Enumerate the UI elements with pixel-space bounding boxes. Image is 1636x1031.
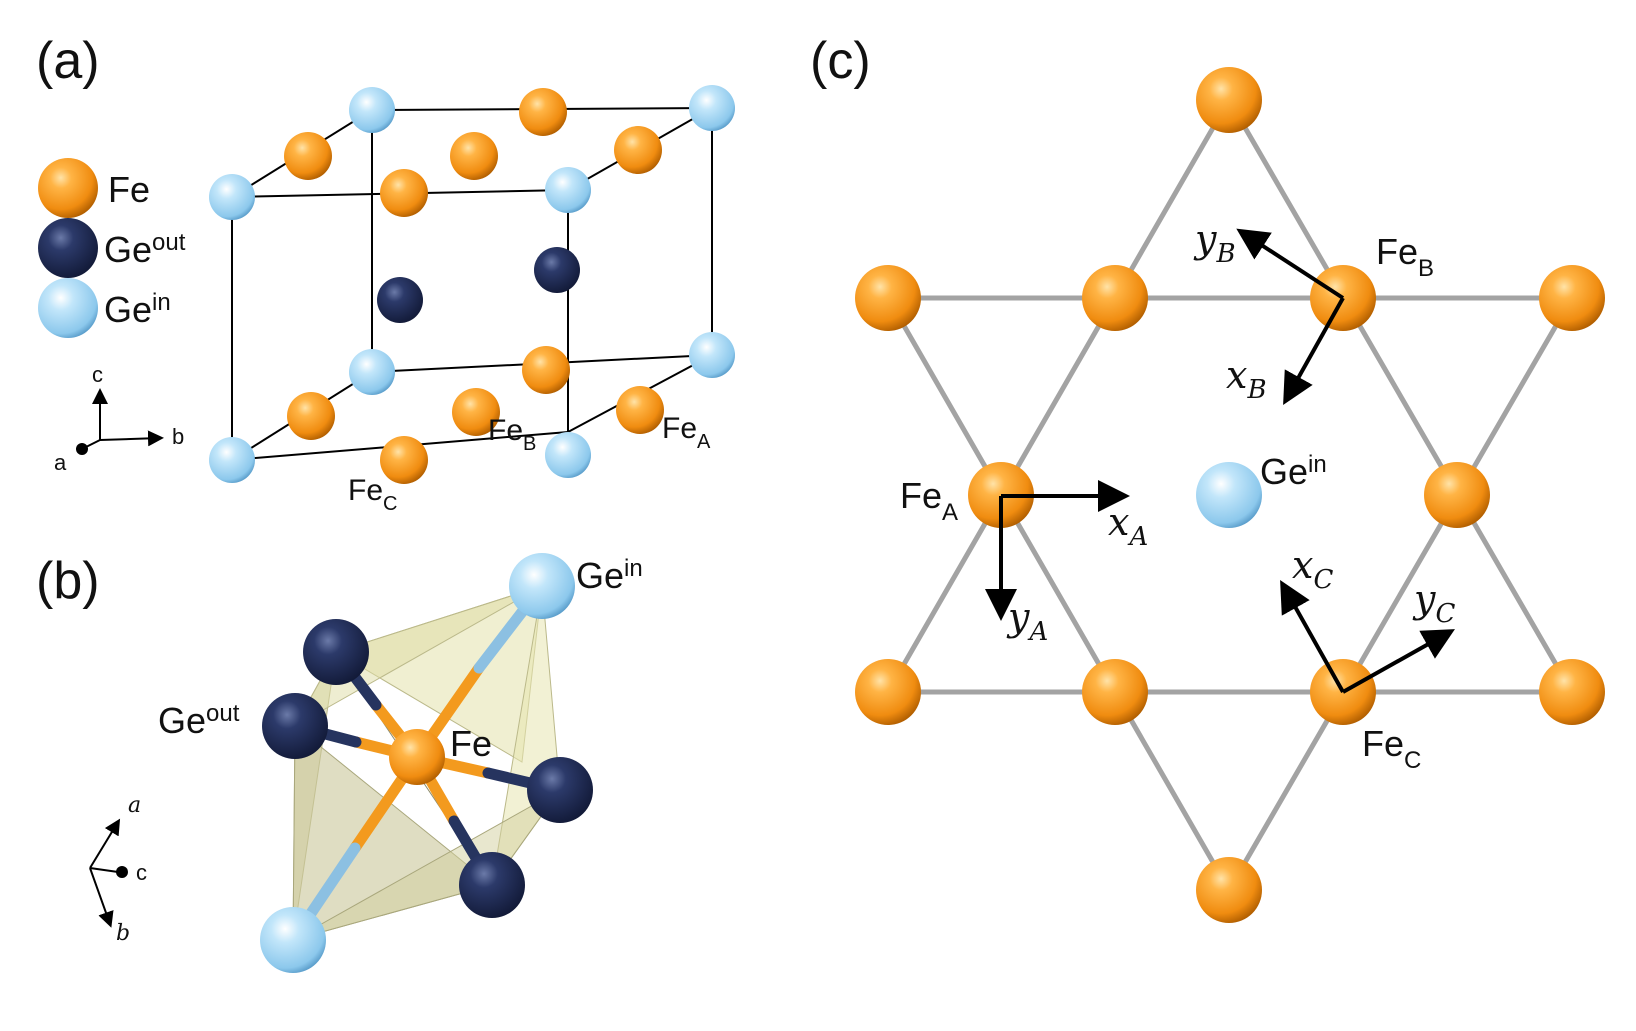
- atom-fe: [1539, 265, 1605, 331]
- atom-ge-in: [509, 553, 575, 619]
- atom-fe: [284, 132, 332, 180]
- atom-ge-in: [209, 174, 255, 220]
- label-xc: xC: [1292, 543, 1333, 595]
- atom-fe: [380, 169, 428, 217]
- label-fe-a-c: FeA: [900, 475, 958, 526]
- atom-fe: [855, 659, 921, 725]
- atom-ge-in: [689, 85, 735, 131]
- panel-b-label: (b): [36, 552, 100, 610]
- atom-ge-out: [459, 852, 525, 918]
- axis-a-label: a: [54, 450, 67, 475]
- atom-fe: [287, 392, 335, 440]
- legend-ge-in-label: Gein: [104, 289, 171, 330]
- atom-fe: [519, 88, 567, 136]
- legend: Fe Geout Gein: [38, 158, 186, 338]
- legend-ge-in-sphere: [38, 278, 98, 338]
- atom-ge-out: [377, 277, 423, 323]
- label-fe-a-a: FeA: [662, 412, 711, 453]
- axis-a-label-b: a: [128, 793, 141, 818]
- legend-ge-out-label: Geout: [104, 229, 186, 270]
- label-ya: yA: [1006, 595, 1048, 647]
- label-xb: xB: [1226, 353, 1267, 405]
- atom-ge-out: [303, 619, 369, 685]
- arrow-yc: [1342, 629, 1455, 694]
- kagome-atoms: [855, 67, 1605, 923]
- panel-c: (c): [810, 32, 1605, 923]
- label-ge-in-b: Gein: [576, 555, 643, 596]
- atom-fe: [1196, 857, 1262, 923]
- atom-fe: [450, 132, 498, 180]
- atom-ge-in: [545, 432, 591, 478]
- label-fe-b: Fe: [450, 723, 492, 764]
- atom-ge-out: [527, 757, 593, 823]
- kagome-bonds: [885, 97, 1575, 893]
- axes-triad-b: a c b: [89, 793, 147, 946]
- local-axes-arrows: [985, 228, 1455, 694]
- atom-fe: [855, 265, 921, 331]
- label-xa: xA: [1108, 500, 1148, 552]
- label-fe-b-a: FeB: [488, 414, 536, 455]
- atom-fe-c: [380, 436, 428, 484]
- atom-fe-b: [452, 388, 500, 436]
- atom-fe: [1082, 265, 1148, 331]
- panel-a-label: (a): [36, 32, 100, 90]
- atom-ge-in: [1196, 462, 1262, 528]
- atom-ge-in: [689, 332, 735, 378]
- atom-fe-a: [616, 386, 664, 434]
- legend-ge-out-sphere: [38, 218, 98, 278]
- axis-c-label-b: c: [136, 860, 147, 885]
- atom-ge-out: [262, 693, 328, 759]
- atom-fe: [614, 126, 662, 174]
- legend-fe-label: Fe: [108, 169, 150, 210]
- arrow-yb: [1236, 228, 1345, 300]
- legend-fe-sphere: [38, 158, 98, 218]
- atom-fe: [1196, 67, 1262, 133]
- axes-triad-a: c b a: [54, 362, 184, 475]
- axis-c-label: c: [92, 362, 103, 387]
- atom-ge-in: [260, 907, 326, 973]
- atom-fe: [1539, 659, 1605, 725]
- label-fe-b-c: FeB: [1376, 231, 1434, 282]
- arrow-xc: [1280, 580, 1345, 693]
- label-fe-c-c: FeC: [1362, 723, 1421, 774]
- panel-a: (a) Fe Geout Gein c b a: [36, 32, 735, 515]
- label-ge-in-c: Gein: [1260, 451, 1327, 492]
- panel-c-label: (c): [810, 32, 871, 90]
- atom-ge-in: [545, 167, 591, 213]
- atom-fe: [1082, 659, 1148, 725]
- octahedron-atoms: [260, 553, 593, 973]
- arrow-xb: [1283, 297, 1345, 405]
- panel-b: (b): [36, 552, 643, 973]
- atom-fe-center: [389, 729, 445, 785]
- axis-b-label-b: b: [116, 921, 130, 946]
- label-yb: yB: [1193, 217, 1236, 269]
- label-yc: yC: [1412, 577, 1455, 629]
- atom-ge-in: [349, 349, 395, 395]
- atom-ge-out: [534, 247, 580, 293]
- atom-ge-in: [349, 87, 395, 133]
- axis-b-label: b: [172, 424, 184, 449]
- unit-cell-atoms: [209, 85, 735, 484]
- atom-fe: [1424, 462, 1490, 528]
- atom-ge-in: [209, 437, 255, 483]
- label-fe-c-a: FeC: [348, 474, 397, 515]
- label-ge-out-b: Geout: [158, 700, 240, 741]
- atom-fe: [522, 346, 570, 394]
